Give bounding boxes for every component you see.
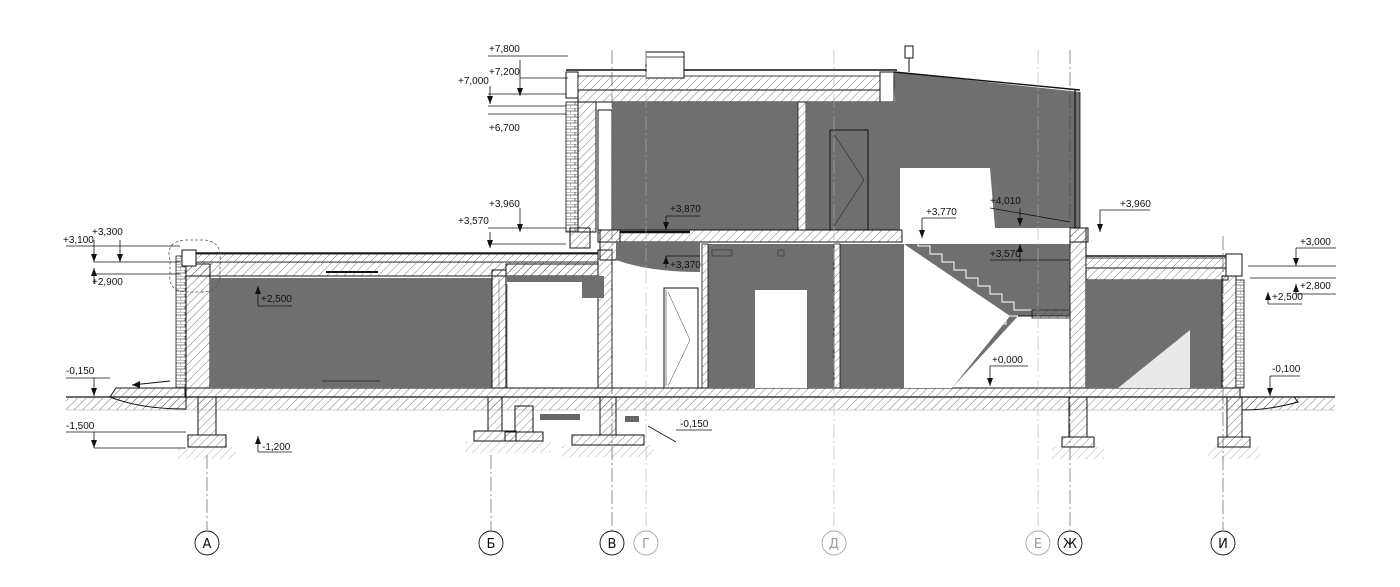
level-2800: +2,800 xyxy=(1300,281,1331,292)
antenna-mast xyxy=(904,45,914,59)
level-0000: +0,000 xyxy=(992,355,1023,366)
roof-vent-box xyxy=(645,51,685,79)
right-wing-outer-wall xyxy=(1221,275,1237,389)
right-wing-brick-facade xyxy=(1235,279,1245,389)
slab-b-v xyxy=(505,263,599,277)
right-wing-roof-insulation xyxy=(1085,257,1229,269)
axis-bubble-g: Г xyxy=(633,530,659,556)
level-3870: +3,870 xyxy=(670,204,701,215)
grid-axis-lines xyxy=(206,50,1224,530)
level-3570-right: +3,570 xyxy=(990,249,1021,260)
level-3960-right: +3,960 xyxy=(1120,199,1151,210)
revision-cloud xyxy=(168,239,221,293)
column-interior-1 xyxy=(701,243,709,389)
ceiling-bulkhead xyxy=(616,242,700,272)
axis-bubble-i: И xyxy=(1210,530,1236,556)
parapet-left xyxy=(181,249,197,267)
blind-area-left xyxy=(109,387,187,410)
axis-label-v: В xyxy=(608,537,617,552)
upper-partition xyxy=(797,101,807,231)
right-wing-slab xyxy=(1085,267,1229,281)
upper-roof-insulation xyxy=(577,75,891,91)
level-arrows xyxy=(91,88,1299,448)
level-3570-left: +3,570 xyxy=(458,216,489,227)
level-3300: +3,300 xyxy=(92,227,123,238)
level-minus-0150-left: -0,150 xyxy=(66,366,95,377)
axis-bubble-e: Е xyxy=(1025,530,1051,556)
wall-v-lower xyxy=(597,249,613,389)
level-minus-0150-mid: -0,150 xyxy=(680,419,709,430)
axis-bubble-d: Д xyxy=(821,530,847,556)
blind-area-right xyxy=(1241,396,1299,411)
axis-label-e: Е xyxy=(1034,537,1042,552)
upper-window-frame xyxy=(597,109,613,231)
room-left-wing xyxy=(210,278,492,388)
axis-bubble-b: Б xyxy=(478,530,504,556)
level-7000: +7,000 xyxy=(458,76,489,87)
stair-hall-window-light xyxy=(900,168,995,228)
room-upper-left xyxy=(612,102,798,230)
upper-left-wall xyxy=(577,101,597,233)
level-3960-left: +3,960 xyxy=(489,199,520,210)
stair-light-area xyxy=(904,244,1010,388)
left-wing-outer-wall xyxy=(185,263,211,389)
white-niche xyxy=(755,290,807,388)
column-zh xyxy=(1069,227,1087,389)
ground xyxy=(66,396,1335,411)
stair-lower-flight xyxy=(906,315,1018,381)
level-minus-1200: -1,200 xyxy=(262,442,291,453)
level-6700: +6,700 xyxy=(489,123,520,134)
axis-label-d: Д xyxy=(829,537,839,552)
axis-label-i: И xyxy=(1218,537,1228,552)
level-3770: +3,770 xyxy=(926,207,957,218)
level-2500-left: +2,500 xyxy=(261,294,292,305)
footing-soil-hatch xyxy=(178,441,1260,459)
grid-axis-lines-faint xyxy=(645,50,1039,530)
level-4010: +4,010 xyxy=(990,196,1021,207)
left-wing-brick-facade xyxy=(175,255,187,389)
upper-roof-parapet-left xyxy=(565,71,579,99)
level-marks xyxy=(66,55,1336,453)
level-minus-1500: -1,500 xyxy=(66,421,95,432)
axis-label-b: Б xyxy=(487,537,496,552)
left-wing-roof-insulation xyxy=(185,253,599,263)
upper-roof-parapet-mid xyxy=(879,71,895,103)
level-minus-0100: -0,100 xyxy=(1272,364,1301,375)
axis-bubble-zh: Ж xyxy=(1057,530,1083,556)
level-3100: +3,100 xyxy=(63,235,94,246)
parapet-right xyxy=(1225,253,1243,277)
upper-roof-slab xyxy=(577,89,891,103)
ground-floor-slab xyxy=(184,387,1241,398)
ground-door xyxy=(663,287,699,389)
axis-label-a: А xyxy=(203,537,212,552)
level-7200: +7,200 xyxy=(489,67,520,78)
axis-label-g: Г xyxy=(642,537,650,552)
level-3000: +3,000 xyxy=(1300,237,1331,248)
level-3370: +3,370 xyxy=(670,260,701,271)
column-interior-2 xyxy=(833,243,841,389)
stair-upper-flight xyxy=(905,237,1070,311)
upper-left-brick-wall xyxy=(565,101,579,233)
axis-bubble-a: А xyxy=(194,530,220,556)
room-ground-d-e xyxy=(840,244,904,388)
level-2900: +2,900 xyxy=(92,277,123,288)
room-upper-right xyxy=(806,102,900,230)
axis-label-zh: Ж xyxy=(1063,537,1077,552)
foundation-blocks xyxy=(540,414,639,422)
level-2500-right: +2,500 xyxy=(1272,292,1303,303)
axis-bubble-v: В xyxy=(599,530,625,556)
level-7800: +7,800 xyxy=(489,44,520,55)
